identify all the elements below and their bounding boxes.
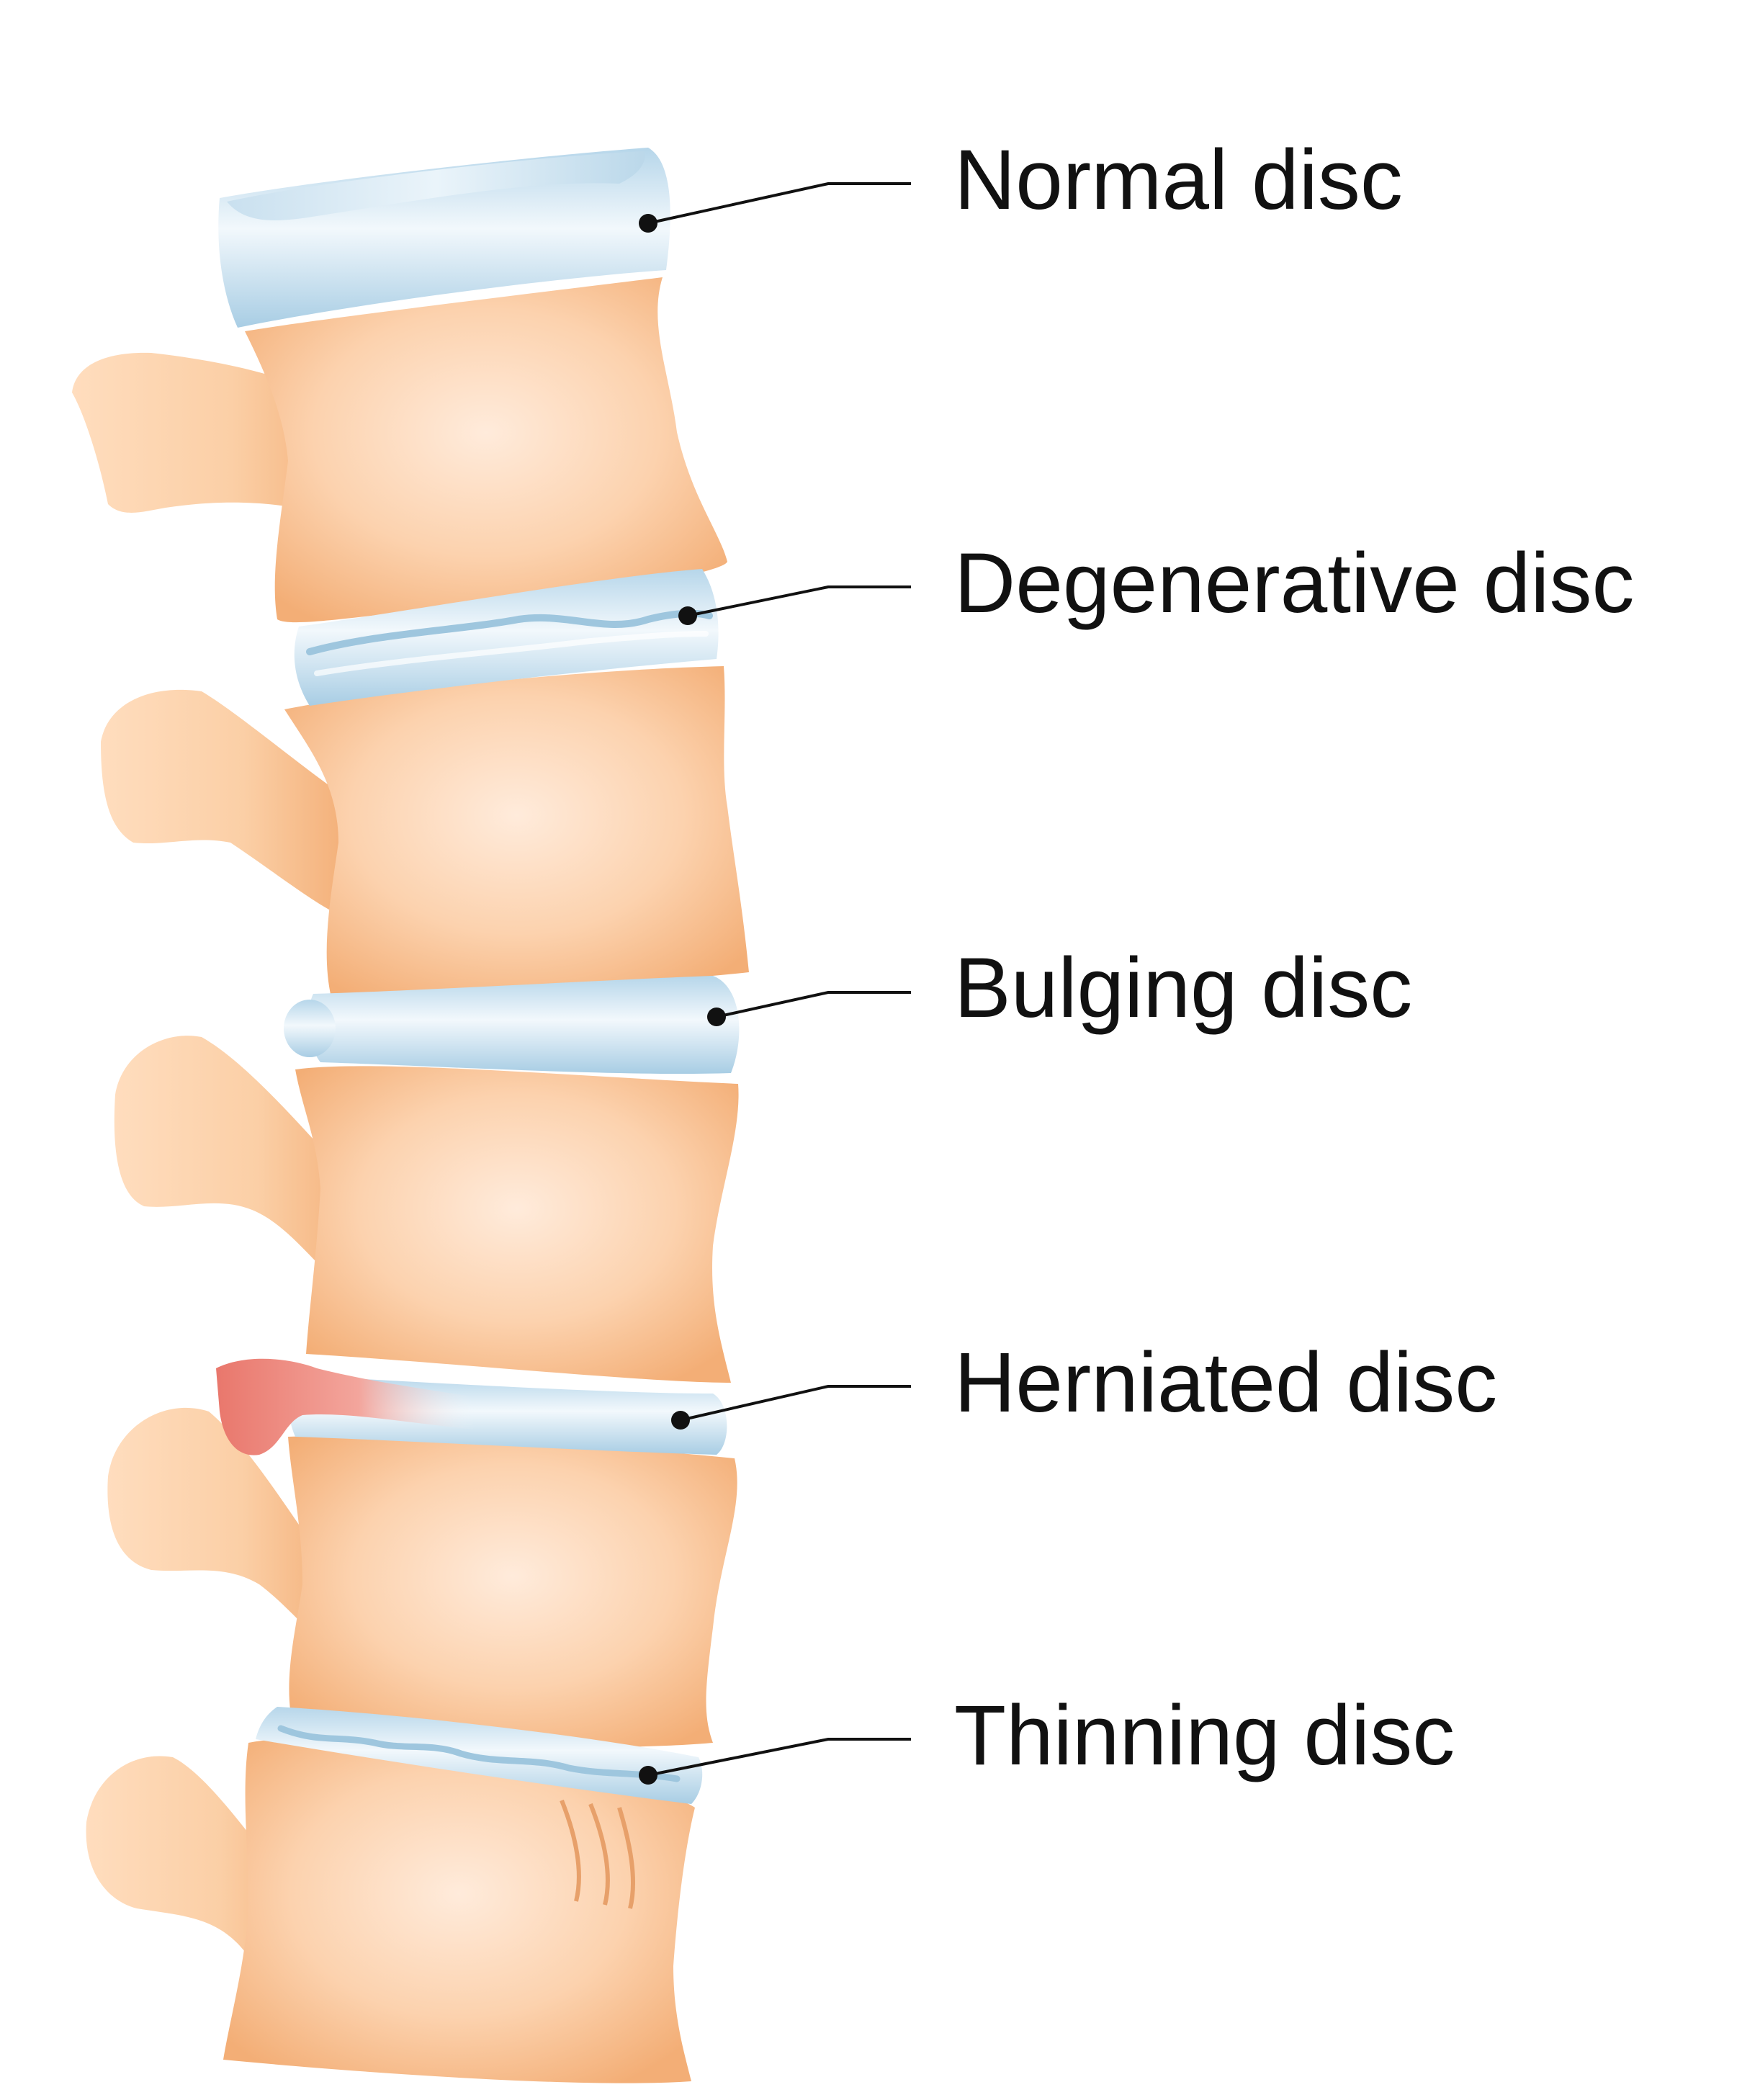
spinous-process-5 bbox=[86, 1756, 310, 2038]
leader-herniated bbox=[671, 1385, 911, 1430]
label-herniated-disc: Herniated disc bbox=[954, 1335, 1497, 1430]
label-thinning-disc: Thinning disc bbox=[954, 1688, 1455, 1783]
spinous-process-4 bbox=[107, 1407, 332, 1649]
leader-degenerative bbox=[678, 585, 911, 625]
label-bulging-disc: Bulging disc bbox=[954, 941, 1412, 1036]
label-degenerative-disc: Degenerative disc bbox=[954, 536, 1635, 631]
vertebra-1 bbox=[245, 277, 727, 623]
disc-degenerative bbox=[294, 569, 719, 706]
leader-thinning bbox=[639, 1738, 911, 1785]
spinous-process-2 bbox=[101, 689, 338, 915]
disc-thinning bbox=[256, 1707, 703, 1909]
spinous-process-3 bbox=[114, 1036, 353, 1282]
vertebra-4 bbox=[288, 1436, 737, 1748]
label-normal-disc: Normal disc bbox=[954, 133, 1403, 228]
vertebra-3 bbox=[295, 1066, 739, 1383]
leader-normal bbox=[639, 182, 911, 233]
vertebra-5 bbox=[223, 1738, 695, 2083]
disc-herniated bbox=[216, 1358, 727, 1455]
disc-bulging bbox=[284, 976, 740, 1074]
leader-bulging bbox=[707, 991, 911, 1026]
spinous-process-1 bbox=[72, 352, 338, 519]
vertebra-2 bbox=[284, 666, 749, 997]
disc-normal bbox=[218, 148, 670, 328]
